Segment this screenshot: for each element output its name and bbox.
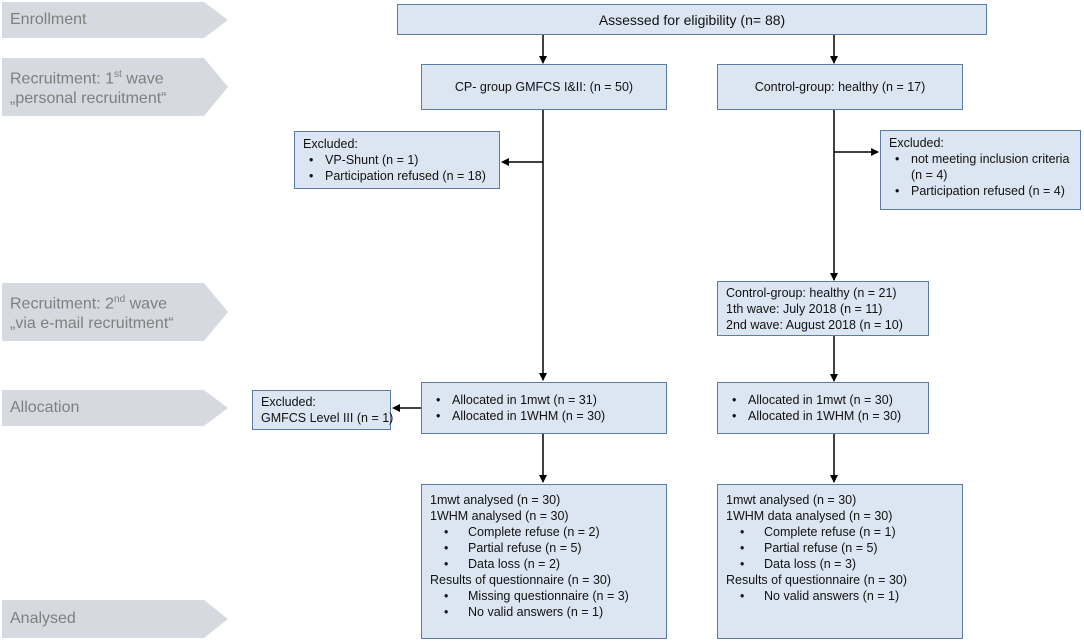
list-item: Data loss (n = 2) (430, 556, 658, 572)
analysed-cp-line2: 1WHM analysed (n = 30) (430, 509, 569, 523)
control-group-2-line: Control-group: healthy (n = 21) (726, 286, 897, 300)
control-group-2-line: 2nd wave: August 2018 (n = 10) (726, 318, 903, 332)
box-analysed-cp: 1mwt analysed (n = 30) 1WHM analysed (n … (421, 484, 667, 639)
box-control-group: Control-group: healthy (n = 17) (717, 64, 963, 110)
assessed-text: Assessed for eligibility (n= 88) (598, 11, 786, 28)
stage-allocation-label: Allocation (10, 399, 80, 416)
box-cp-group: CP- group GMFCS I&II: (n = 50) (421, 64, 667, 110)
analysed-cp-line1: 1mwt analysed (n = 30) (430, 493, 561, 507)
analysed-control-line3: Results of questionnaire (n = 30) (726, 573, 908, 587)
stage-recruitment-1-title: Recruitment: 1st wave (10, 68, 164, 88)
analysed-cp-sublist-2: Missing questionnaire (n = 3) No valid a… (430, 588, 658, 620)
cp-group-text: CP- group GMFCS I&II: (n = 50) (454, 80, 634, 94)
box-analysed-control: 1mwt analysed (n = 30) 1WHM data analyse… (717, 484, 963, 639)
stage-enrollment: Enrollment (2, 2, 228, 38)
control-group-2-line: 1th wave: July 2018 (n = 11) (726, 302, 883, 316)
box-alloc-control: Allocated in 1mwt (n = 30) Allocated in … (717, 382, 929, 434)
box-excluded-alloc: Excluded: GMFCS Level III (n = 1) (252, 390, 394, 430)
list-item: Missing questionnaire (n = 3) (430, 588, 658, 604)
list-item: Complete refuse (n = 1) (726, 524, 954, 540)
list-item: No valid answers (n = 1) (726, 588, 954, 604)
box-excluded-cp: Excluded: VP-Shunt (n = 1) Participation… (294, 131, 500, 189)
box-excluded-control: Excluded: not meeting inclusion criteria… (880, 130, 1081, 210)
box-alloc-cp: Allocated in 1mwt (n = 31) Allocated in … (421, 382, 667, 434)
list-item: Allocated in 1WHM (n = 30) (726, 408, 920, 424)
stage-recruitment-2-subtitle: „via e-mail recruitment“ (10, 315, 174, 333)
list-item: Partial refuse (n = 5) (726, 540, 954, 556)
stage-analysed: Analysed (2, 600, 228, 638)
list-item: Partial refuse (n = 5) (430, 540, 658, 556)
excluded-cp-list: VP-Shunt (n = 1) Participation refused (… (303, 152, 491, 184)
stage-recruitment-2: Recruitment: 2nd wave „via e-mail recrui… (2, 283, 228, 341)
list-item: Allocated in 1mwt (n = 31) (430, 392, 658, 408)
list-item: VP-Shunt (n = 1) (303, 152, 491, 168)
list-item: Participation refused (n = 4) (889, 183, 1072, 199)
box-control-group-2: Control-group: healthy (n = 21) 1th wave… (717, 281, 929, 336)
list-item: Complete refuse (n = 2) (430, 524, 658, 540)
list-item: Allocated in 1WHM (n = 30) (430, 408, 658, 424)
box-assessed: Assessed for eligibility (n= 88) (397, 4, 987, 35)
excluded-alloc-text: GMFCS Level III (n = 1) (261, 411, 394, 425)
stage-allocation: Allocation (2, 390, 228, 426)
analysed-cp-line3: Results of questionnaire (n = 30) (430, 573, 612, 587)
excluded-control-title: Excluded: (889, 136, 944, 150)
list-item: Participation refused (n = 18) (303, 168, 491, 184)
analysed-control-line2: 1WHM data analysed (n = 30) (726, 509, 893, 523)
stage-recruitment-1: Recruitment: 1st wave „personal recruitm… (2, 58, 228, 116)
list-item: Allocated in 1mwt (n = 30) (726, 392, 920, 408)
list-item: Data loss (n = 3) (726, 556, 954, 572)
excluded-control-list: not meeting inclusion criteria (n = 4) P… (889, 151, 1072, 199)
analysed-control-line1: 1mwt analysed (n = 30) (726, 493, 857, 507)
stage-recruitment-2-title: Recruitment: 2nd wave (10, 293, 167, 313)
excluded-cp-title: Excluded: (303, 137, 358, 151)
analysed-control-sublist-1: Complete refuse (n = 1) Partial refuse (… (726, 524, 954, 572)
control-group-text: Control-group: healthy (n = 17) (754, 80, 926, 94)
alloc-cp-list: Allocated in 1mwt (n = 31) Allocated in … (430, 392, 658, 424)
alloc-control-list: Allocated in 1mwt (n = 30) Allocated in … (726, 392, 920, 424)
list-item: not meeting inclusion criteria (n = 4) (889, 151, 1072, 183)
stage-enrollment-label: Enrollment (10, 11, 87, 28)
list-item: No valid answers (n = 1) (430, 604, 658, 620)
stage-recruitment-1-subtitle: „personal recruitment“ (10, 90, 167, 108)
analysed-control-sublist-2: No valid answers (n = 1) (726, 588, 954, 604)
excluded-alloc-title: Excluded: (261, 395, 316, 409)
stage-analysed-label: Analysed (10, 610, 76, 627)
analysed-cp-sublist-1: Complete refuse (n = 2) Partial refuse (… (430, 524, 658, 572)
